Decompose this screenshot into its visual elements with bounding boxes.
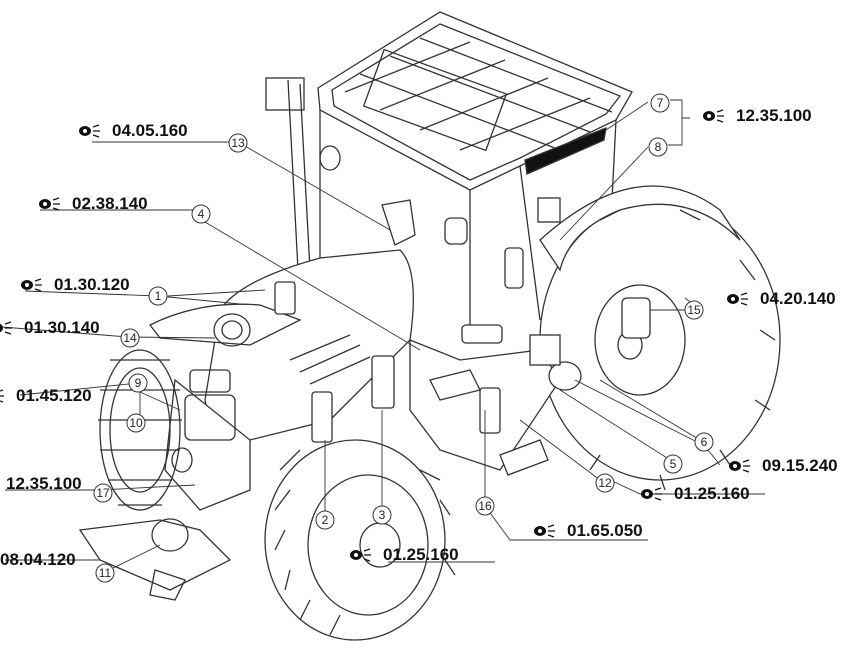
eye-icon <box>350 548 371 562</box>
callout-10: 10 <box>126 413 146 433</box>
eye-icon <box>534 524 555 538</box>
reference-link-09-15-240[interactable]: 09.15.240 <box>726 456 838 476</box>
callout-7: 7 <box>650 93 670 113</box>
reference-link-08-04-120[interactable]: 08.04.120 <box>0 550 76 570</box>
callout-2-label: 2 <box>322 513 329 527</box>
eye-icon <box>727 292 748 306</box>
reference-code: 01.25.160 <box>383 545 459 564</box>
callout-6: 6 <box>694 432 714 452</box>
reference-code: 01.65.050 <box>567 521 643 540</box>
reference-code: 01.45.120 <box>16 386 92 405</box>
reference-code: 12.35.100 <box>736 106 812 125</box>
callout-markers: 7 8 13 4 1 15 14 9 10 6 5 12 17 16 3 2 1… <box>93 93 714 583</box>
callout-8-label: 8 <box>655 140 662 154</box>
reference-code: 01.30.120 <box>54 275 130 294</box>
tractor-drawing <box>78 11 781 641</box>
reference-code: 01.25.160 <box>674 484 750 503</box>
reference-link-01-25-160-bottom[interactable]: 01.25.160 <box>347 545 459 565</box>
reference-link-01-25-160-right[interactable]: 01.25.160 <box>638 484 750 504</box>
callout-9: 9 <box>128 373 148 393</box>
callout-14-label: 14 <box>123 331 137 345</box>
reference-code: 12.35.100 <box>6 474 82 493</box>
callout-16: 16 <box>475 496 495 516</box>
reference-link-01-30-140[interactable]: 01.30.140 <box>0 318 100 338</box>
callout-15: 15 <box>684 300 704 320</box>
callout-5-label: 5 <box>670 457 677 471</box>
reference-link-04-20-140[interactable]: 04.20.140 <box>724 289 836 309</box>
eye-icon <box>0 321 12 335</box>
reference-link-01-45-120[interactable]: 01.45.120 <box>0 386 92 406</box>
callout-14: 14 <box>120 328 140 348</box>
callout-11: 11 <box>95 563 115 583</box>
eye-icon <box>39 197 60 211</box>
eye-icon <box>729 459 750 473</box>
callout-4: 4 <box>191 204 211 224</box>
eye-icon <box>0 389 4 403</box>
callout-15-label: 15 <box>687 303 701 317</box>
callout-8: 8 <box>648 137 668 157</box>
leader-lines <box>1 99 765 573</box>
eye-icon <box>79 124 100 138</box>
callout-12-label: 12 <box>598 476 612 490</box>
reference-link-02-38-140[interactable]: 02.38.140 <box>36 194 148 214</box>
callout-3: 3 <box>372 505 392 525</box>
callout-17-label: 17 <box>96 486 110 500</box>
callout-13-label: 13 <box>231 136 245 150</box>
callout-13: 13 <box>228 133 248 153</box>
reference-link-12-35-100-left[interactable]: 12.35.100 <box>0 474 82 494</box>
reference-code: 04.20.140 <box>760 289 836 308</box>
callout-3-label: 3 <box>379 508 386 522</box>
reference-code: 08.04.120 <box>0 550 76 569</box>
eye-icon <box>21 278 42 292</box>
reference-link-12-35-100-top[interactable]: 12.35.100 <box>700 106 812 126</box>
reference-code: 09.15.240 <box>762 456 838 475</box>
callout-6-label: 6 <box>701 435 708 449</box>
callout-9-label: 9 <box>135 376 142 390</box>
reference-code: 01.30.140 <box>24 318 100 337</box>
eye-icon <box>641 487 662 501</box>
reference-link-01-65-050[interactable]: 01.65.050 <box>531 521 643 541</box>
callout-5: 5 <box>663 454 683 474</box>
callout-12: 12 <box>595 473 615 493</box>
callout-1-label: 1 <box>155 289 162 303</box>
eye-icon <box>703 109 724 123</box>
reference-link-04-05-160[interactable]: 04.05.160 <box>76 121 188 141</box>
reference-link-01-30-120[interactable]: 01.30.120 <box>18 275 130 295</box>
callout-11-label: 11 <box>99 566 112 580</box>
callout-4-label: 4 <box>198 207 205 221</box>
callout-1: 1 <box>148 286 168 306</box>
callout-7-label: 7 <box>657 96 664 110</box>
reference-code: 02.38.140 <box>72 194 148 213</box>
callout-2: 2 <box>315 510 335 530</box>
callout-16-label: 16 <box>478 499 492 513</box>
callout-17: 17 <box>93 483 113 503</box>
callout-10-label: 10 <box>129 416 143 430</box>
reference-code: 04.05.160 <box>112 121 188 140</box>
